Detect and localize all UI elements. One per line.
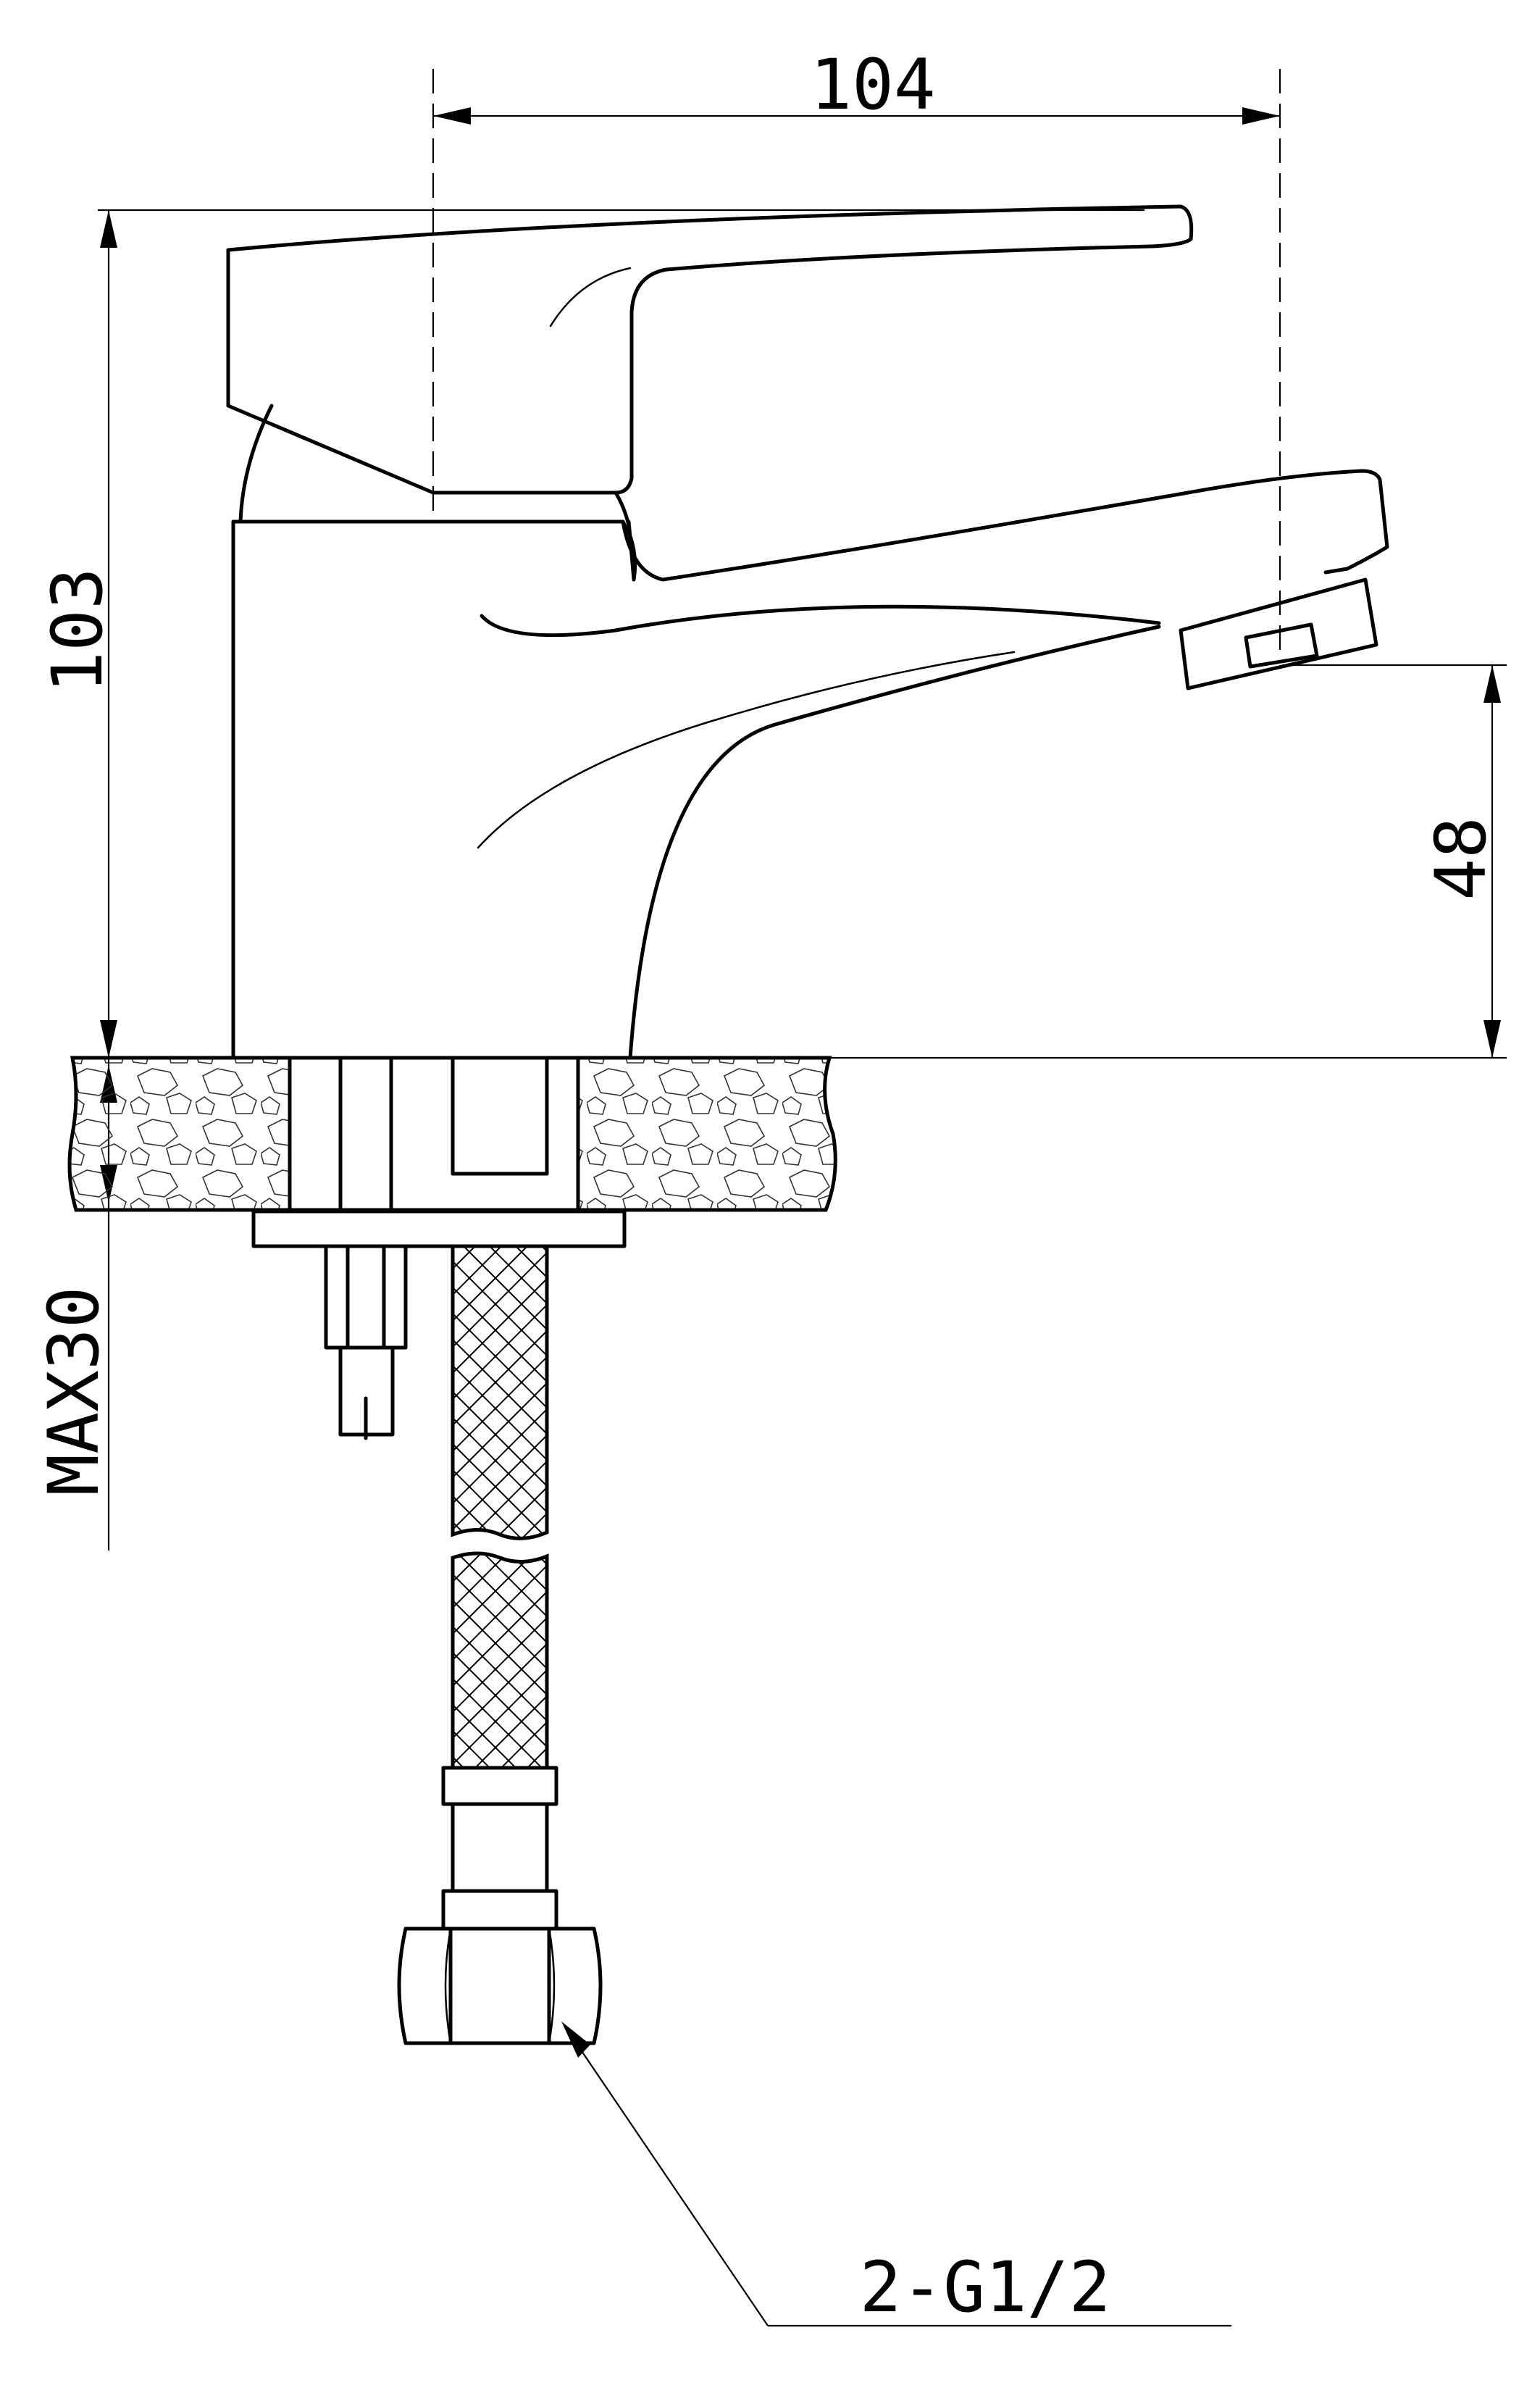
dimension-width: 104: [432, 44, 1281, 659]
max-countertop-label: MAX30: [33, 1287, 114, 1496]
mounting-stud: [324, 1244, 408, 1440]
flexible-hose: [441, 1244, 558, 1931]
countertop-section: [67, 1056, 837, 1248]
connection-label: 2-G1/2: [860, 2247, 1111, 2328]
dimension-spout-height: 48: [623, 664, 1507, 1059]
hex-nut-connector: [397, 1927, 603, 2045]
width-label: 104: [810, 44, 935, 125]
height-label: 103: [37, 567, 118, 693]
connection-callout: 2-G1/2: [561, 2021, 1231, 2328]
faucet-body: [226, 204, 1389, 1060]
spout-height-label: 48: [1420, 817, 1502, 901]
